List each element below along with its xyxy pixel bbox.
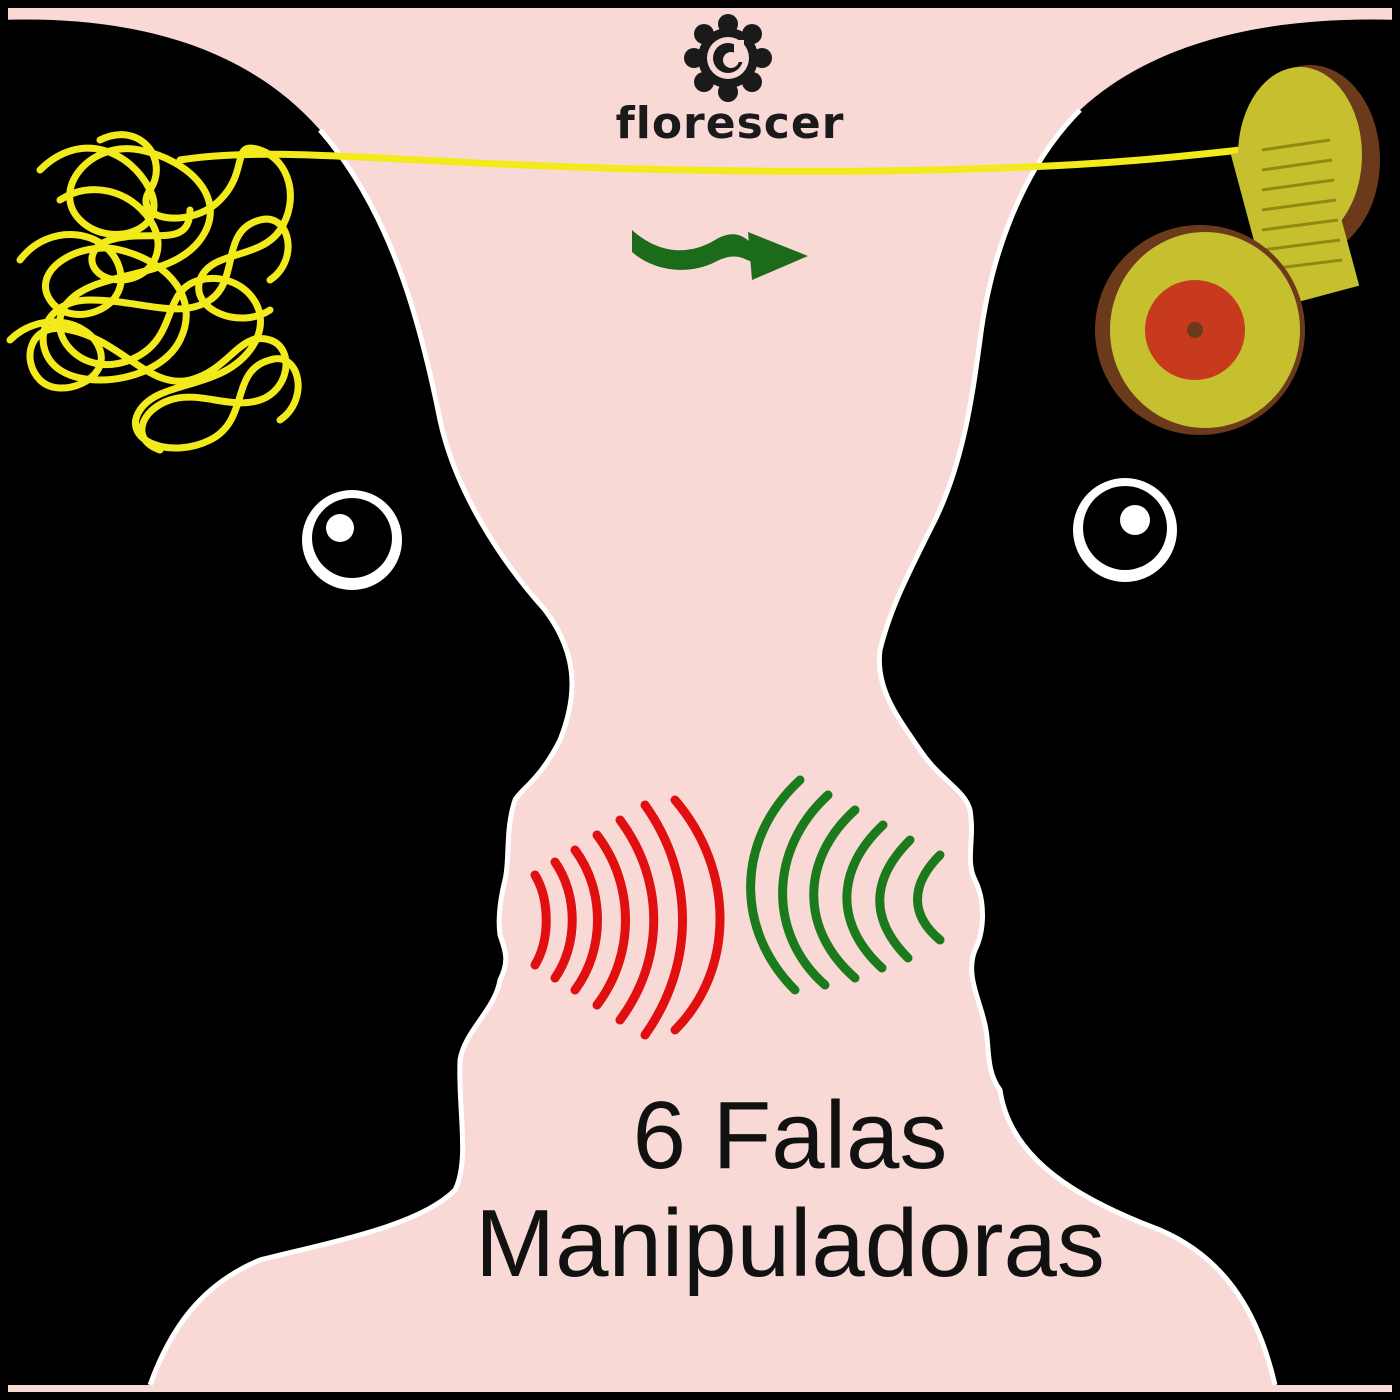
left-head-silhouette	[0, 19, 572, 1385]
headline-line-2: Manipuladoras	[475, 1189, 1105, 1297]
right-arrow-icon	[632, 230, 808, 280]
thread-spool-icon	[1095, 65, 1380, 435]
tangled-thread-icon	[6, 131, 1294, 454]
right-eye-icon	[1073, 478, 1177, 582]
gear-flower-logo-icon	[684, 14, 772, 102]
right-face-outline	[876, 108, 1278, 1386]
headline: 6 Falas Manipuladoras	[350, 1082, 1230, 1297]
left-eye-icon	[302, 490, 402, 590]
brand-name: florescer	[615, 98, 845, 149]
speech-waves-right-icon	[746, 775, 945, 995]
headline-line-1: 6 Falas	[632, 1082, 948, 1189]
speech-waves-left-icon	[530, 795, 725, 1040]
left-face-outline	[147, 128, 575, 1386]
